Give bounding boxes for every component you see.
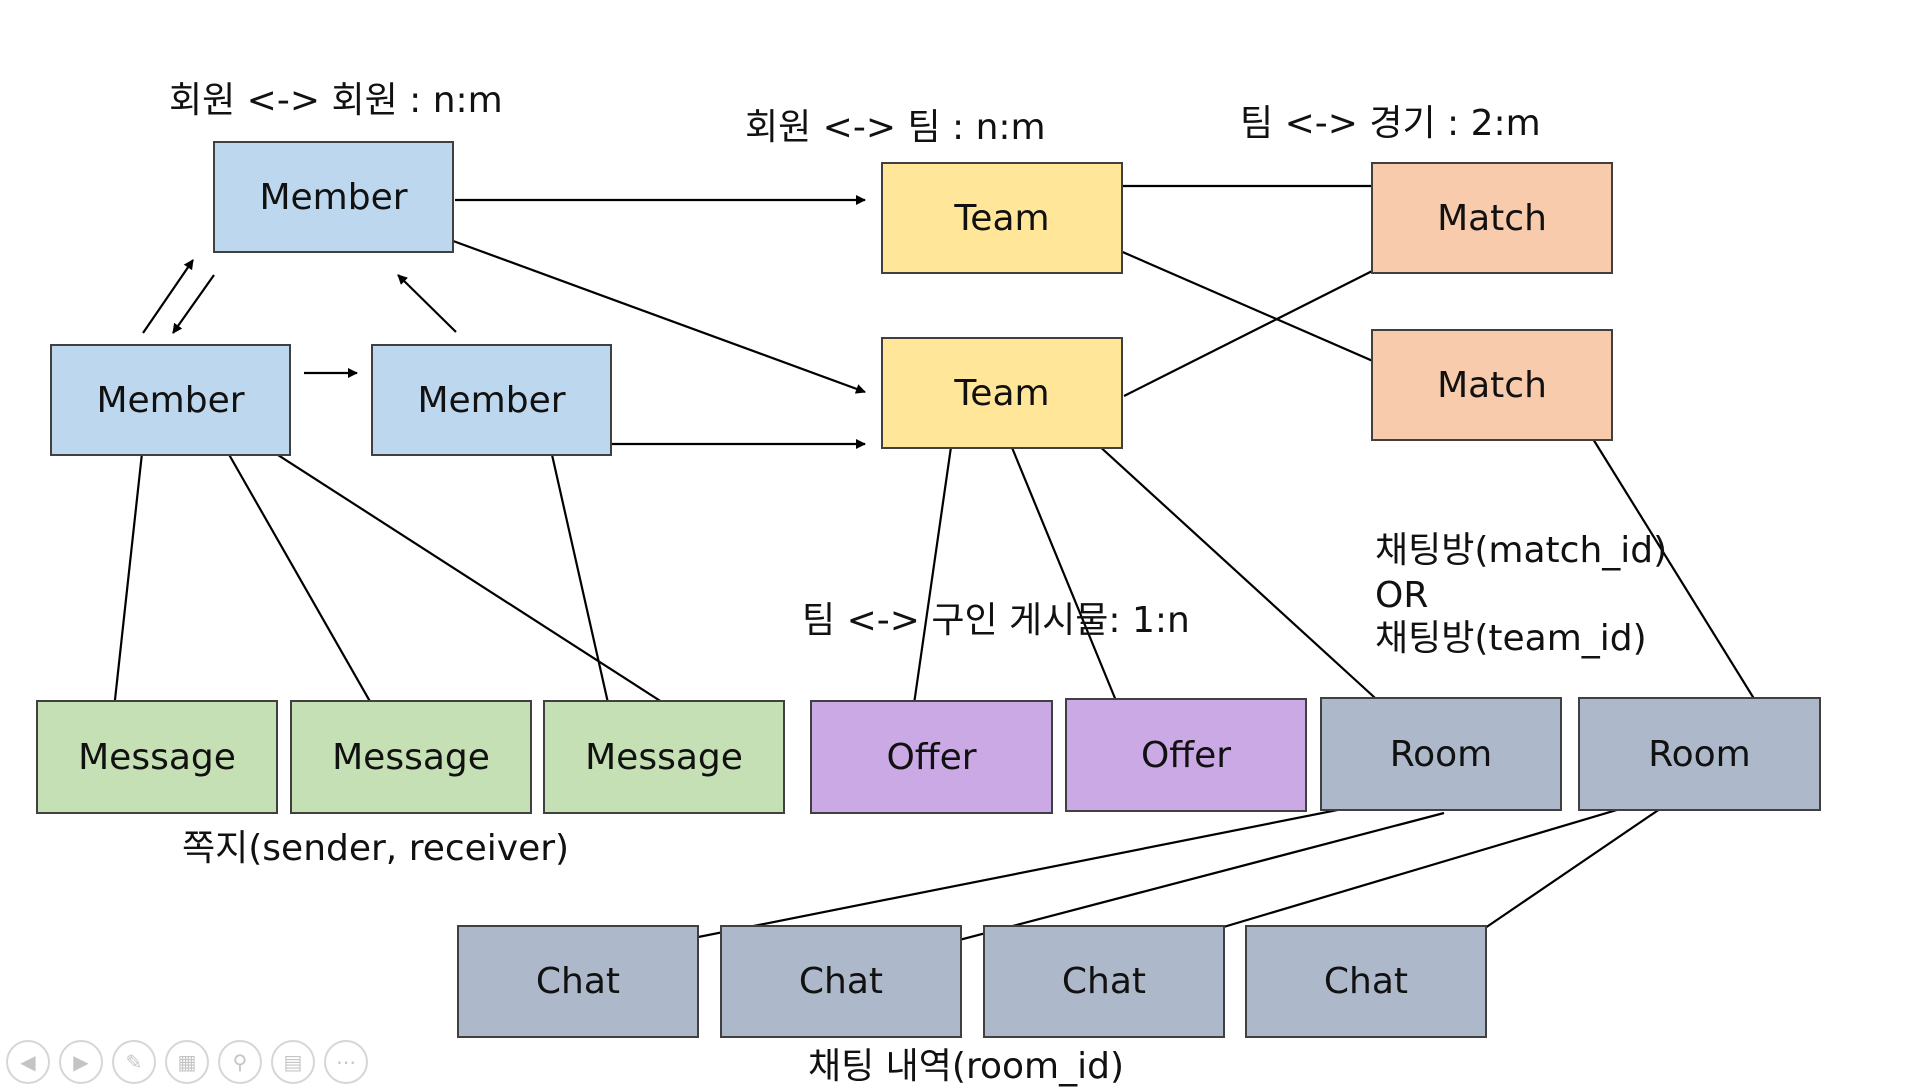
arrow-team-top-to-match-bottom <box>1117 248 1399 374</box>
arrow-member-left-to-member-top <box>142 259 194 334</box>
member-box-top-label: Member <box>259 176 408 218</box>
message-box-3: Message <box>543 700 785 814</box>
arrow-team-bottom-to-match-top <box>1123 253 1407 397</box>
match-box-bottom: Match <box>1371 329 1613 441</box>
team-box-top: Team <box>881 162 1123 274</box>
pen-icon[interactable]: ✎ <box>112 1040 156 1084</box>
label-member-team: 회원 <-> 팀 : n:m <box>745 107 1046 148</box>
arrow-message-3-to-member-mid <box>545 436 615 726</box>
message-box-1: Message <box>36 700 278 814</box>
team-box-bottom: Team <box>881 337 1123 449</box>
label-room-match-id: 채팅방(match_id) <box>1375 530 1668 571</box>
arrow-member-mid-to-member-top <box>397 274 457 333</box>
room-box-2: Room <box>1578 697 1821 811</box>
arrow-room-2-to-chat-3 <box>1152 796 1658 951</box>
slides-icon[interactable]: ▦ <box>165 1040 209 1084</box>
match-box-bottom-label: Match <box>1437 364 1547 406</box>
match-box-top: Match <box>1371 162 1613 274</box>
member-box-left: Member <box>50 344 291 456</box>
label-team-offer: 팀 <-> 구인 게시물: 1:n <box>802 600 1190 641</box>
arrow-message-1-to-member-left <box>111 443 147 719</box>
arrow-message-3-to-member-left <box>249 436 666 705</box>
label-message-caption: 쪽지(sender, receiver) <box>182 828 570 869</box>
chat-box-4: Chat <box>1245 925 1487 1038</box>
room-box-2-label: Room <box>1648 733 1751 775</box>
message-box-3-label: Message <box>585 736 743 778</box>
presentation-toolbar: ◀ ▶ ✎ ▦ ⚲ ▤ ⋯ <box>6 1040 368 1084</box>
arrow-member-top-to-team-bottom <box>444 236 866 394</box>
chat-box-3-label: Chat <box>1061 961 1147 1002</box>
arrow-team-bottom-to-room-1 <box>1084 432 1398 719</box>
message-box-1-label: Message <box>78 736 236 778</box>
member-box-top: Member <box>213 141 454 253</box>
room-box-1-label: Room <box>1389 733 1493 775</box>
chat-box-1-label: Chat <box>535 961 621 1002</box>
next-icon[interactable]: ▶ <box>59 1040 103 1084</box>
arrow-member-top-to-member-left <box>172 274 215 334</box>
match-box-top-label: Match <box>1437 197 1547 239</box>
message-box-2: Message <box>290 700 532 814</box>
member-box-left-label: Member <box>96 379 245 421</box>
offer-box-2-label: Offer <box>1140 734 1232 776</box>
team-box-top-label: Team <box>954 197 1050 239</box>
chat-box-4-label: Chat <box>1323 961 1409 1002</box>
offer-box-2: Offer <box>1065 698 1307 812</box>
subtitles-icon[interactable]: ▤ <box>271 1040 315 1084</box>
arrow-team-bottom-to-offer-1 <box>908 432 955 719</box>
previous-icon[interactable]: ◀ <box>6 1040 50 1084</box>
chat-box-2: Chat <box>720 925 962 1038</box>
arrow-message-2-to-member-left <box>222 443 389 734</box>
more-icon[interactable]: ⋯ <box>324 1040 368 1084</box>
arrow-room-1-to-chat-1 <box>642 796 1399 952</box>
room-box-1: Room <box>1320 697 1562 811</box>
arrow-match-bottom-to-room-2 <box>1584 425 1767 719</box>
offer-box-1-label: Offer <box>886 736 977 778</box>
label-member-member: 회원 <-> 회원 : n:m <box>169 80 503 121</box>
label-room-team-id: 채팅방(team_id) <box>1375 618 1647 659</box>
arrow-team-bottom-to-offer-2 <box>1004 432 1128 726</box>
member-box-mid: Member <box>371 344 612 456</box>
label-room-or: OR <box>1375 575 1429 616</box>
zoom-icon[interactable]: ⚲ <box>218 1040 262 1084</box>
label-team-match: 팀 <-> 경기 : 2:m <box>1240 103 1541 144</box>
chat-box-3: Chat <box>983 925 1225 1038</box>
member-box-mid-label: Member <box>417 379 566 421</box>
message-box-2-label: Message <box>332 736 490 778</box>
chat-box-1: Chat <box>457 925 699 1038</box>
label-chat-caption: 채팅 내역(room_id) <box>808 1046 1124 1087</box>
chat-box-2-label: Chat <box>798 961 884 1002</box>
team-box-bottom-label: Team <box>954 372 1050 414</box>
offer-box-1: Offer <box>810 700 1053 814</box>
